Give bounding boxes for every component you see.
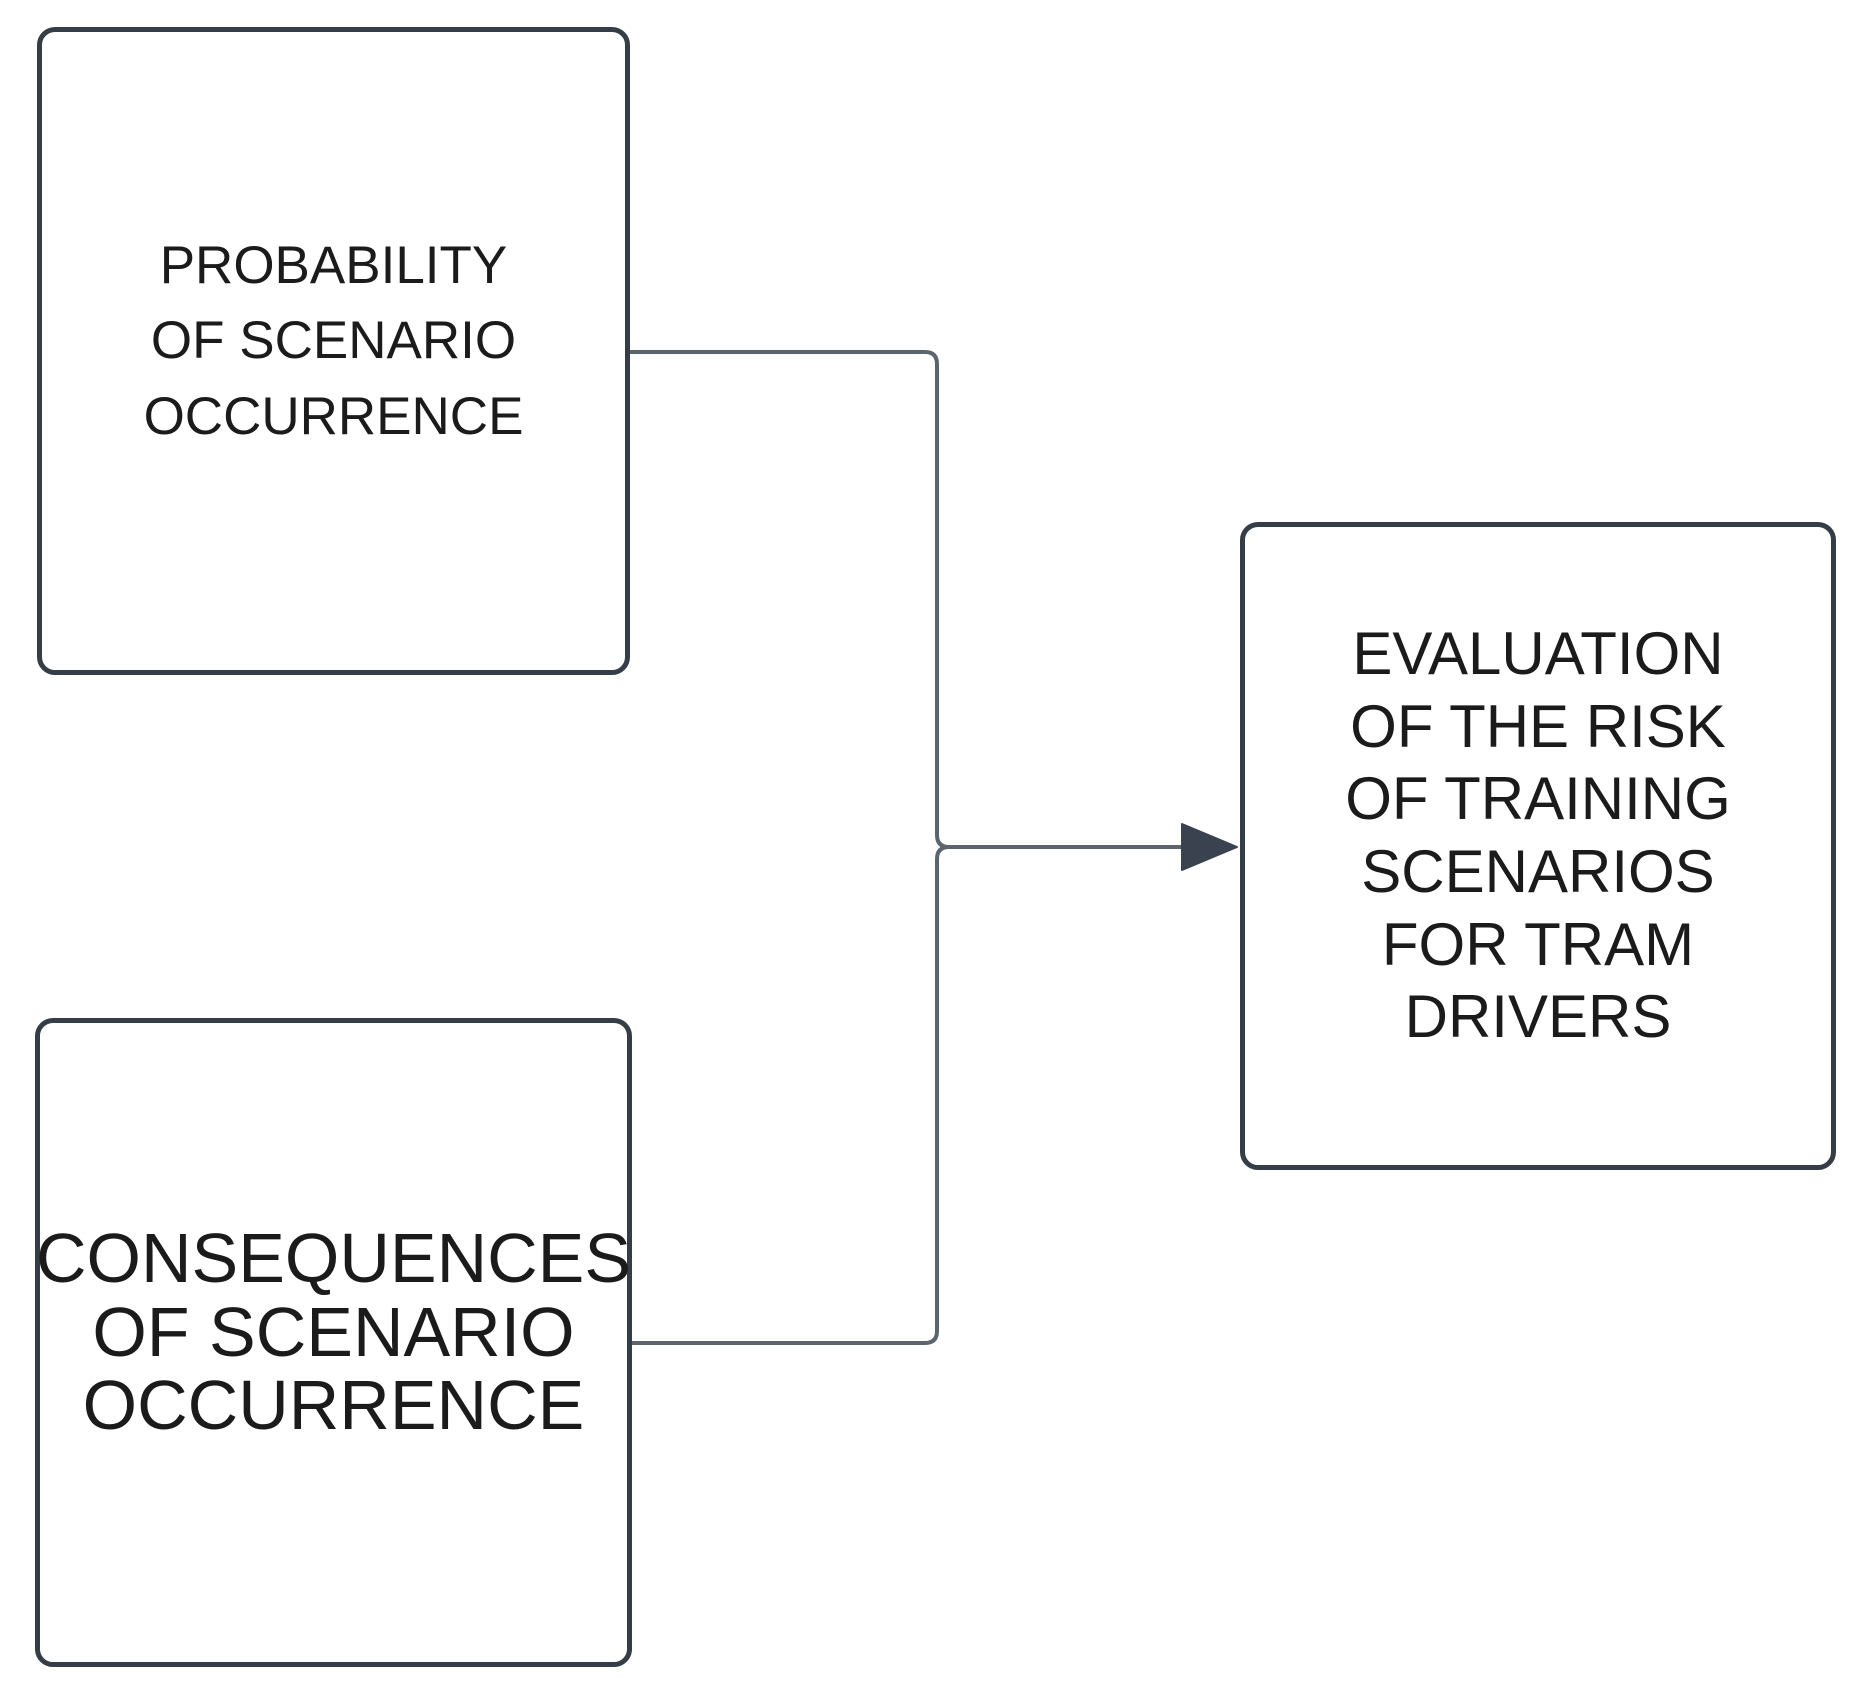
- node-label-line: PROBABILITY: [159, 236, 508, 296]
- node-probability-of-scenario-occurrence: PROBABILITY OF SCENARIO OCCURRENCE: [37, 27, 630, 675]
- node-label-line: OCCURRENCE: [82, 1366, 585, 1445]
- node-label-line: OCCURRENCE: [143, 386, 524, 446]
- edge-probability-to-evaluation: [630, 350, 1182, 849]
- node-consequences-of-scenario-occurrence: CONSEQUENCES OF SCENARIO OCCURRENCE: [35, 1018, 632, 1667]
- arrowhead-icon: [1181, 823, 1238, 871]
- node-label-line: OF SCENARIO: [92, 1292, 575, 1371]
- node-label-line: CONSEQUENCES: [35, 1219, 632, 1298]
- node-label-line: EVALUATION: [1352, 620, 1724, 688]
- node-label-line: OF TRAINING: [1345, 765, 1731, 833]
- node-label-line: OF SCENARIO: [150, 311, 517, 371]
- node-label-line: SCENARIOS: [1361, 838, 1715, 905]
- node-label-line: FOR TRAM: [1381, 910, 1695, 978]
- node-label: PROBABILITY OF SCENARIO OCCURRENCE: [144, 228, 524, 454]
- node-evaluation-of-risk-of-training-scenarios: EVALUATION OF THE RISK OF TRAINING SCENA…: [1240, 522, 1836, 1170]
- node-label: CONSEQUENCES OF SCENARIO OCCURRENCE: [36, 1222, 631, 1443]
- node-label: EVALUATION OF THE RISK OF TRAINING SCENA…: [1345, 618, 1731, 1054]
- node-label-line: DRIVERS: [1404, 983, 1672, 1051]
- edge-consequences-to-evaluation: [632, 845, 1182, 1345]
- node-label-line: OF THE RISK: [1350, 692, 1726, 760]
